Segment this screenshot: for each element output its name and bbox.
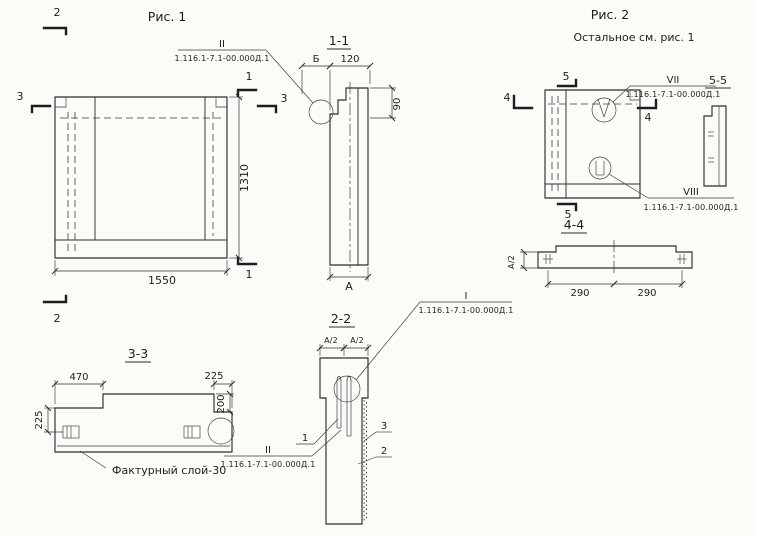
detail-circle-vii xyxy=(591,97,617,123)
section-11-outline xyxy=(329,87,369,266)
callout-i-label: I xyxy=(465,291,468,302)
section-2-2: 2-2 А/2 А/2 3 2 1 II 1.116 xyxy=(220,311,392,525)
pos-label-2: 2 xyxy=(381,446,387,457)
panel-front-outline xyxy=(54,96,228,259)
dim-b: Б xyxy=(313,54,320,65)
section-marker-5-bottom: 5 xyxy=(565,208,572,221)
callout-vii-label: VII xyxy=(667,75,680,86)
pos-label-3: 3 xyxy=(381,421,387,432)
dim-1550: 1550 xyxy=(148,274,176,287)
dim-290-right: 290 xyxy=(637,288,656,299)
section-marker-2-top: 2 xyxy=(54,6,61,19)
callout-vii-doc: 1.116.1-7.1-00.000Д.1 xyxy=(625,90,720,99)
dim-225-left: 225 xyxy=(34,410,45,429)
fig2-title: Рис. 2 xyxy=(591,7,629,22)
detail-circle-viii xyxy=(588,156,612,180)
section-marker-1-top: 1 xyxy=(246,70,253,83)
section-4-4: 4-4 А/2 290 290 xyxy=(507,217,693,299)
callout-ii-label: II xyxy=(219,39,225,50)
section-marker-2-bottom: 2 xyxy=(54,312,61,325)
detail-circle-edge xyxy=(207,417,235,445)
section-33-outline xyxy=(54,393,233,453)
section-marker-3-left: 3 xyxy=(17,90,24,103)
fig1-title: Рис. 1 xyxy=(148,9,186,24)
dim-225-top: 225 xyxy=(204,371,223,382)
dim-120: 120 xyxy=(340,54,359,65)
figure-1-view: Рис. 1 2 2 3 3 1 1 1550 xyxy=(17,6,314,325)
callout-ii2-label: II xyxy=(265,445,271,456)
section-marker-4-left: 4 xyxy=(504,91,511,104)
callout-viii-doc: 1.116.1-7.1-00.000Д.1 xyxy=(643,203,738,212)
sec44-title: 4-4 xyxy=(564,217,584,232)
section-22-outline xyxy=(319,357,369,525)
section-marker-4-right: 4 xyxy=(645,111,652,124)
dim-half-a-left: А/2 xyxy=(324,336,338,345)
figure-2-view: Рис. 2 Остальное см. рис. 1 4 4 5 5 VII … xyxy=(504,7,739,221)
dim-470: 470 xyxy=(69,372,88,383)
callout-ii-doc: 1.116.1-7.1-00.000Д.1 xyxy=(174,54,269,63)
callout-viii-label: VIII xyxy=(683,187,699,198)
dim-half-a: А/2 xyxy=(507,255,516,269)
detail-circle-ii xyxy=(308,99,334,125)
sec22-title: 2-2 xyxy=(331,311,351,326)
dim-90: 90 xyxy=(392,98,403,111)
callout-ii2-doc: 1.116.1-7.1-00.000Д.1 xyxy=(220,460,315,469)
sec11-title: 1-1 xyxy=(329,33,349,48)
section-marker-5-top: 5 xyxy=(563,70,570,83)
dim-290-left: 290 xyxy=(570,288,589,299)
detail-circle-i xyxy=(333,375,361,403)
fig2-note: Остальное см. рис. 1 xyxy=(573,31,694,44)
section-marker-1-bottom: 1 xyxy=(246,268,253,281)
dim-half-a-right: А/2 xyxy=(350,336,364,345)
callout-i-doc: 1.116.1-7.1-00.000Д.1 xyxy=(418,306,513,315)
section-55-outline xyxy=(703,105,727,187)
dim-a: А xyxy=(345,280,353,293)
section-44-outline xyxy=(537,245,693,269)
section-1-1: 1-1 Б 120 90 А xyxy=(298,33,403,293)
dim-1310: 1310 xyxy=(238,164,251,192)
callout-i: I 1.116.1-7.1-00.000Д.1 xyxy=(355,291,513,381)
sec33-title: 3-3 xyxy=(128,346,148,361)
dim-200: 200 xyxy=(216,394,227,413)
section-3-3: 3-3 470 225 225 200 Фактурный слой-30 xyxy=(34,346,236,477)
sec55-title: 5-5 xyxy=(709,74,727,87)
pos-label-1: 1 xyxy=(302,433,308,444)
panel2-outline xyxy=(544,89,641,199)
textured-layer-note: Фактурный слой-30 xyxy=(112,464,226,477)
section-marker-3-right: 3 xyxy=(281,92,288,105)
